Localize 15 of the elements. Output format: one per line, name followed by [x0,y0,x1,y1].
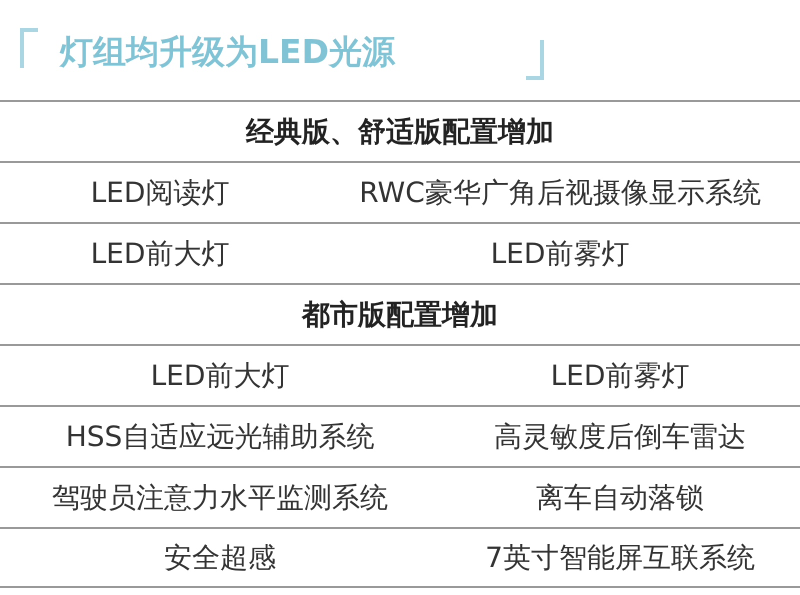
feature-text: LED前雾灯 [550,358,690,394]
feature-text: HSS自适应远光辅助系统 [64,418,376,454]
section-heading: 都市版配置增加 [302,296,498,332]
feature-text: RWC豪华广角后视摄像显示系统 [358,174,762,210]
section-heading: 经典版、舒适版配置增加 [246,114,554,150]
title: 灯组均升级为LED光源 [60,31,395,73]
feature-text: 安全超感 [163,540,277,576]
feature-text: 高灵敏度后倒车雷达 [493,418,747,454]
feature-text: 7英寸智能屏互联系统 [484,540,756,576]
feature-text: 驾驶员注意力水平监测系统 [51,480,389,516]
feature-text: 离车自动落锁 [535,480,705,516]
feature-text: LED阅读灯 [90,174,230,210]
feature-text: LED前雾灯 [490,236,630,272]
feature-text: LED前大灯 [90,236,230,272]
feature-text: LED前大灯 [150,358,290,394]
